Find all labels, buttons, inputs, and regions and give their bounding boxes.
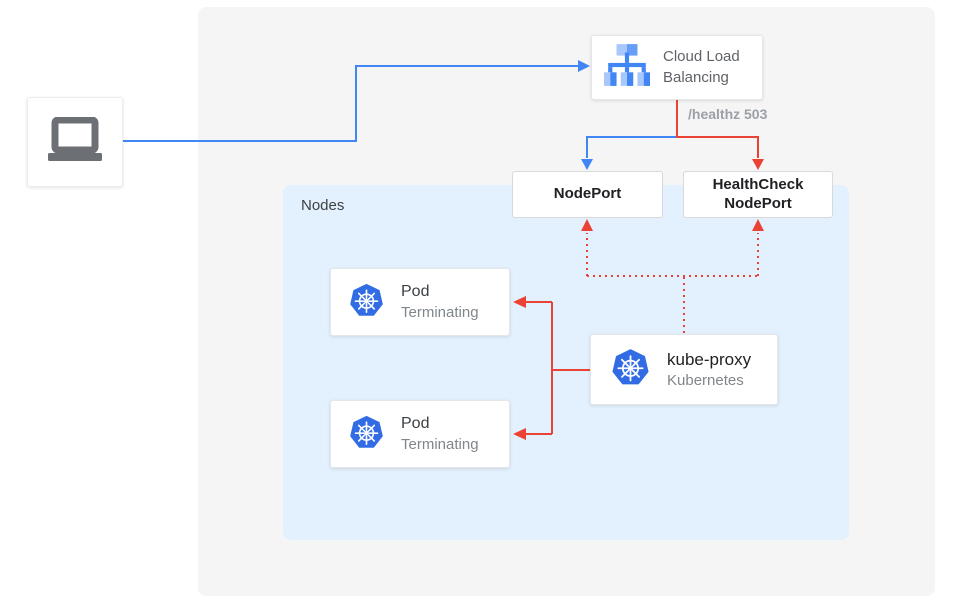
pod-node-2: Pod Terminating bbox=[330, 400, 510, 468]
client-node bbox=[27, 97, 123, 187]
pod-text: Pod Terminating bbox=[401, 282, 479, 322]
cloud-load-balancing-label: Cloud Load Balancing bbox=[663, 48, 740, 86]
kubernetes-icon bbox=[348, 414, 385, 455]
pod-text: Pod Terminating bbox=[401, 414, 479, 454]
pod-title: Pod bbox=[401, 282, 430, 300]
kube-proxy-text: kube-proxy Kubernetes bbox=[667, 349, 751, 391]
laptop-icon bbox=[45, 116, 105, 168]
kube-proxy-title: kube-proxy bbox=[667, 349, 752, 369]
kube-proxy-node: kube-proxy Kubernetes bbox=[590, 334, 778, 405]
healthcheck-nodeport-label: HealthCheck NodePort bbox=[712, 175, 804, 212]
nodeport-node: NodePort bbox=[512, 171, 663, 218]
healthcheck-nodeport-node: HealthCheck NodePort bbox=[683, 171, 833, 218]
kube-proxy-subtitle: Kubernetes bbox=[667, 371, 744, 389]
pod-status: Terminating bbox=[401, 435, 479, 453]
nodes-panel-label: Nodes bbox=[301, 197, 345, 214]
kubernetes-icon bbox=[610, 347, 651, 392]
pod-title: Pod bbox=[401, 414, 430, 432]
cloud-load-balancing-icon bbox=[604, 44, 650, 91]
pod-status: Terminating bbox=[401, 303, 479, 321]
pod-node-1: Pod Terminating bbox=[330, 268, 510, 336]
cloud-load-balancing-node: Cloud Load Balancing bbox=[591, 35, 763, 100]
nodeport-label: NodePort bbox=[553, 185, 622, 203]
healthz-503-edge-label: /healthz 503 bbox=[688, 106, 768, 122]
kubernetes-icon bbox=[348, 282, 385, 323]
